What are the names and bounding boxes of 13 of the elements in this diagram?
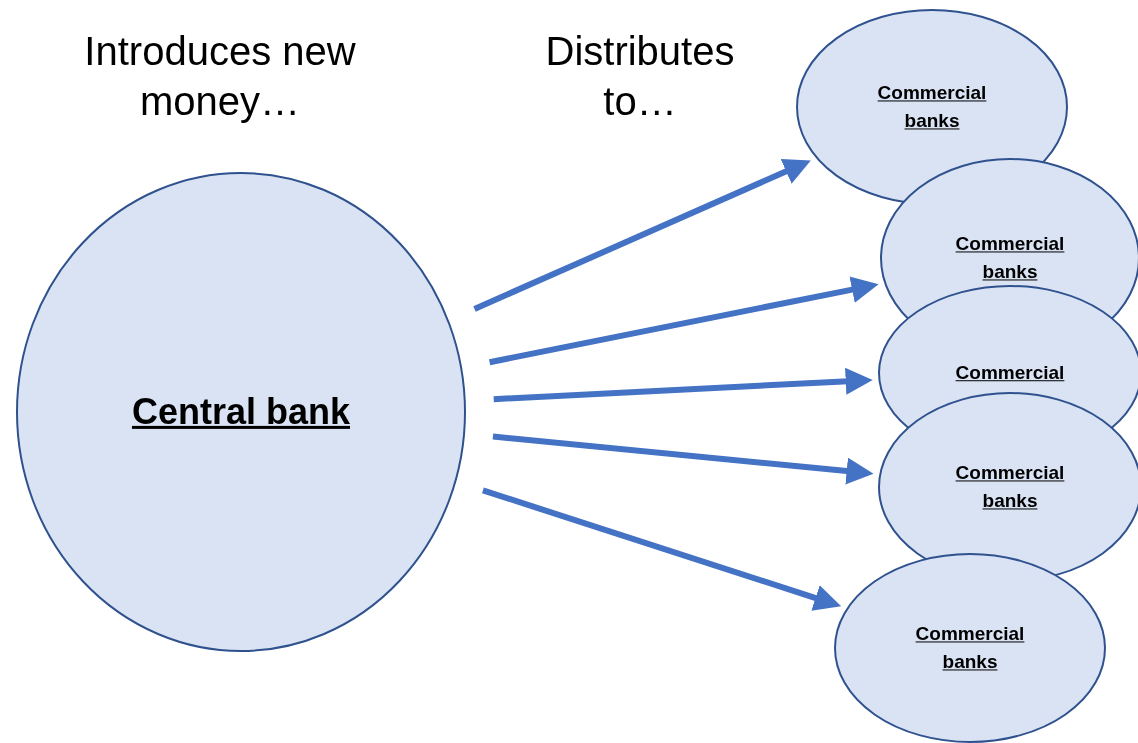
arrow <box>492 433 874 485</box>
node-label: Commercial banks <box>914 622 1026 674</box>
arrow <box>482 487 842 611</box>
heading-label: Introduces new money… <box>83 28 357 125</box>
node-label: Commercial <box>954 361 1066 386</box>
node-label: Commercial banks <box>954 232 1066 284</box>
arrow <box>493 367 873 403</box>
arrow <box>473 159 811 312</box>
node-label: Commercial banks <box>876 81 988 133</box>
heading-label: Distributes to… <box>544 28 736 125</box>
node-label: Commercial banks <box>954 461 1066 513</box>
arrow <box>489 276 879 366</box>
node-label: Central bank <box>130 389 352 434</box>
